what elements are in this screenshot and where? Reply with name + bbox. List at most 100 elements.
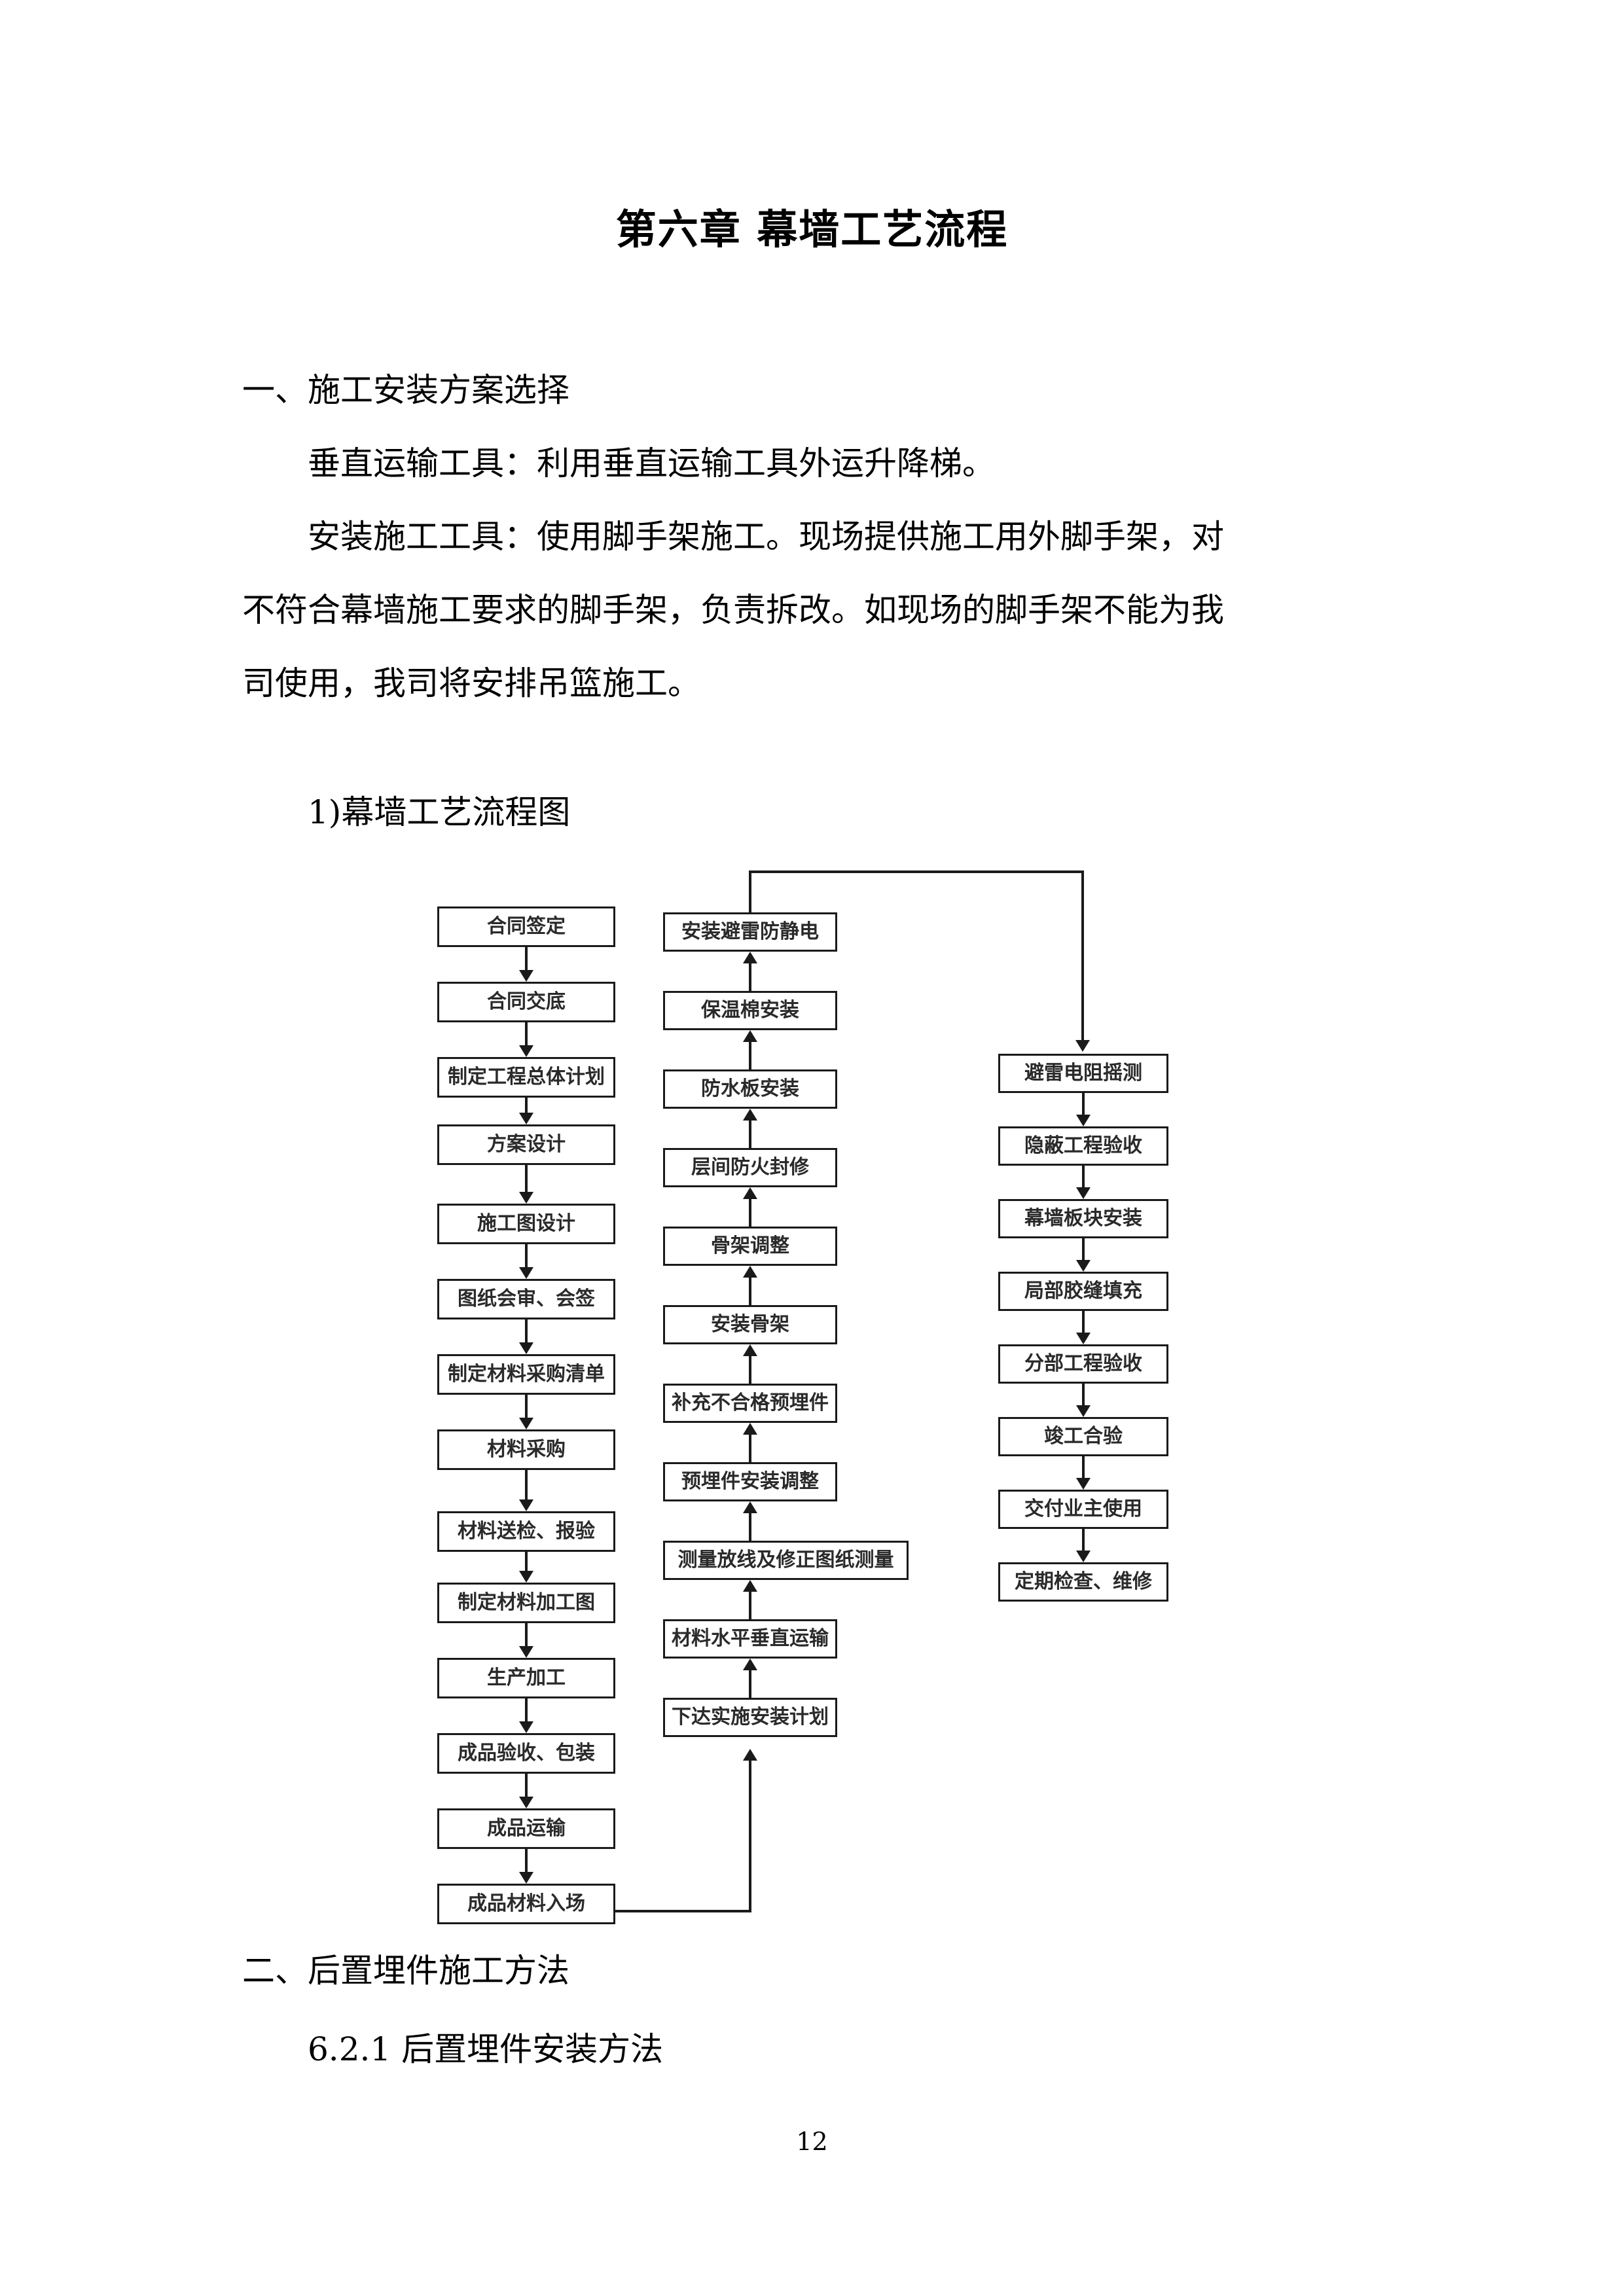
flow-node-middle-4[interactable]: 骨架调整 <box>663 1227 837 1266</box>
flow-node-middle-1[interactable]: 保温棉安装 <box>663 991 837 1030</box>
section-heading-1: 一、施工安装方案选择 <box>242 371 569 409</box>
connector-left-5 <box>525 1319 528 1347</box>
arrowhead-left-6 <box>519 1418 533 1429</box>
flow-node-left-11[interactable]: 成品验收、包装 <box>437 1733 615 1774</box>
flow-node-left-9[interactable]: 制定材料加工图 <box>437 1583 615 1623</box>
arrowhead-left-3 <box>519 1192 533 1204</box>
connector-middle-10 <box>749 1670 751 1699</box>
flow-node-left-5[interactable]: 图纸会审、会签 <box>437 1279 615 1319</box>
arrowhead-left-11 <box>519 1797 533 1808</box>
flow-node-right-3[interactable]: 局部胶缝填充 <box>998 1272 1168 1311</box>
connector-right-1 <box>1082 1166 1085 1192</box>
arrowhead-left-1 <box>519 1045 533 1057</box>
connector-left-11 <box>525 1774 528 1801</box>
crossconnector-lightning-h <box>749 870 1084 873</box>
flow-node-left-0[interactable]: 合同签定 <box>437 906 615 947</box>
arrowhead-left-7 <box>519 1499 533 1511</box>
crossconnector-feed-h <box>614 1910 751 1912</box>
arrowhead-middle-6 <box>743 1344 757 1356</box>
connector-right-6 <box>1082 1529 1085 1555</box>
arrowhead-left-9 <box>519 1646 533 1658</box>
connector-right-5 <box>1082 1456 1085 1482</box>
arrowhead-left-12 <box>519 1872 533 1884</box>
flow-node-left-12[interactable]: 成品运输 <box>437 1808 615 1849</box>
arrowhead-middle-2 <box>743 1030 757 1042</box>
flow-node-middle-3[interactable]: 层间防火封修 <box>663 1148 837 1187</box>
flow-node-middle-6[interactable]: 补充不合格预埋件 <box>663 1384 837 1423</box>
arrowhead-right-0 <box>1076 1115 1091 1126</box>
arrowhead-middle-1 <box>743 952 757 963</box>
paragraph-vertical-transport: 垂直运输工具：利用垂直运输工具外运升降梯。 <box>308 444 995 482</box>
connector-left-0 <box>525 947 528 975</box>
connector-middle-4 <box>749 1199 751 1228</box>
arrowhead-feed-up <box>743 1749 757 1761</box>
flow-node-left-13[interactable]: 成品材料入场 <box>437 1884 615 1924</box>
connector-left-4 <box>525 1244 528 1272</box>
arrowhead-left-10 <box>519 1721 533 1733</box>
arrowhead-lightning-down <box>1075 1040 1090 1052</box>
arrowhead-right-1 <box>1076 1187 1091 1199</box>
paragraph-install-tools-line3: 司使用，我司将安排吊篮施工。 <box>242 664 700 702</box>
flow-node-left-7[interactable]: 材料采购 <box>437 1429 615 1470</box>
arrowhead-middle-4 <box>743 1187 757 1199</box>
flow-node-right-2[interactable]: 幕墙板块安装 <box>998 1199 1168 1238</box>
connector-middle-3 <box>749 1121 751 1149</box>
arrowhead-middle-7 <box>743 1423 757 1435</box>
flow-node-middle-10[interactable]: 下达实施安装计划 <box>663 1698 837 1737</box>
flow-node-left-10[interactable]: 生产加工 <box>437 1658 615 1698</box>
flow-node-right-4[interactable]: 分部工程验收 <box>998 1344 1168 1384</box>
arrowhead-middle-3 <box>743 1109 757 1121</box>
arrowhead-right-4 <box>1076 1405 1091 1417</box>
connector-left-9 <box>525 1623 528 1651</box>
connector-left-7 <box>525 1470 528 1504</box>
arrowhead-right-6 <box>1076 1551 1091 1562</box>
flow-node-middle-8[interactable]: 测量放线及修正图纸测量 <box>663 1541 909 1580</box>
connector-left-8 <box>525 1552 528 1575</box>
crossconnector-feed-v <box>749 1761 751 1911</box>
page-number: 12 <box>796 2127 828 2156</box>
flow-node-right-7[interactable]: 定期检查、维修 <box>998 1562 1168 1602</box>
connector-middle-2 <box>749 1042 751 1071</box>
flow-node-middle-5[interactable]: 安装骨架 <box>663 1305 837 1344</box>
flow-node-right-5[interactable]: 竣工合验 <box>998 1417 1168 1456</box>
arrowhead-right-3 <box>1076 1333 1091 1344</box>
connector-left-2 <box>525 1098 528 1117</box>
arrowhead-left-8 <box>519 1571 533 1583</box>
connector-left-3 <box>525 1165 528 1196</box>
flow-node-right-6[interactable]: 交付业主使用 <box>998 1490 1168 1529</box>
flow-node-middle-7[interactable]: 预埋件安装调整 <box>663 1462 837 1501</box>
flow-node-left-2[interactable]: 制定工程总体计划 <box>437 1057 615 1098</box>
flow-node-left-4[interactable]: 施工图设计 <box>437 1204 615 1244</box>
flow-node-right-1[interactable]: 隐蔽工程验收 <box>998 1126 1168 1166</box>
flow-node-left-3[interactable]: 方案设计 <box>437 1124 615 1165</box>
connector-right-2 <box>1082 1238 1085 1265</box>
page-title: 第六章 幕墙工艺流程 <box>615 206 1009 253</box>
arrowhead-right-2 <box>1076 1260 1091 1272</box>
flow-node-middle-9[interactable]: 材料水平垂直运输 <box>663 1619 837 1659</box>
arrowhead-left-0 <box>519 970 533 982</box>
flow-node-left-8[interactable]: 材料送检、报验 <box>437 1511 615 1552</box>
flow-node-middle-0[interactable]: 安装避雷防静电 <box>663 912 837 952</box>
arrowhead-left-4 <box>519 1267 533 1279</box>
arrowhead-middle-5 <box>743 1266 757 1278</box>
flow-node-left-1[interactable]: 合同交底 <box>437 982 615 1022</box>
connector-right-0 <box>1082 1093 1085 1119</box>
connector-left-6 <box>525 1395 528 1422</box>
connector-middle-5 <box>749 1278 751 1306</box>
paragraph-install-tools-line1: 安装施工工具：使用脚手架施工。现场提供施工用外脚手架，对 <box>308 518 1224 556</box>
section-2-subheading: 6.2.1 后置埋件安装方法 <box>308 2030 664 2068</box>
arrowhead-right-5 <box>1076 1478 1091 1490</box>
arrowhead-middle-9 <box>743 1580 757 1592</box>
flow-node-middle-2[interactable]: 防水板安装 <box>663 1069 837 1109</box>
arrowhead-middle-8 <box>743 1501 757 1513</box>
connector-middle-9 <box>749 1592 751 1621</box>
flow-node-left-6[interactable]: 制定材料采购清单 <box>437 1354 615 1395</box>
flow-node-right-0[interactable]: 避雷电阻摇测 <box>998 1054 1168 1093</box>
section-heading-2: 二、后置埋件施工方法 <box>242 1952 569 1990</box>
connector-right-3 <box>1082 1311 1085 1337</box>
connector-middle-6 <box>749 1356 751 1385</box>
paragraph-install-tools-line2: 不符合幕墙施工要求的脚手架，负责拆改。如现场的脚手架不能为我 <box>242 591 1224 629</box>
connector-left-1 <box>525 1022 528 1050</box>
